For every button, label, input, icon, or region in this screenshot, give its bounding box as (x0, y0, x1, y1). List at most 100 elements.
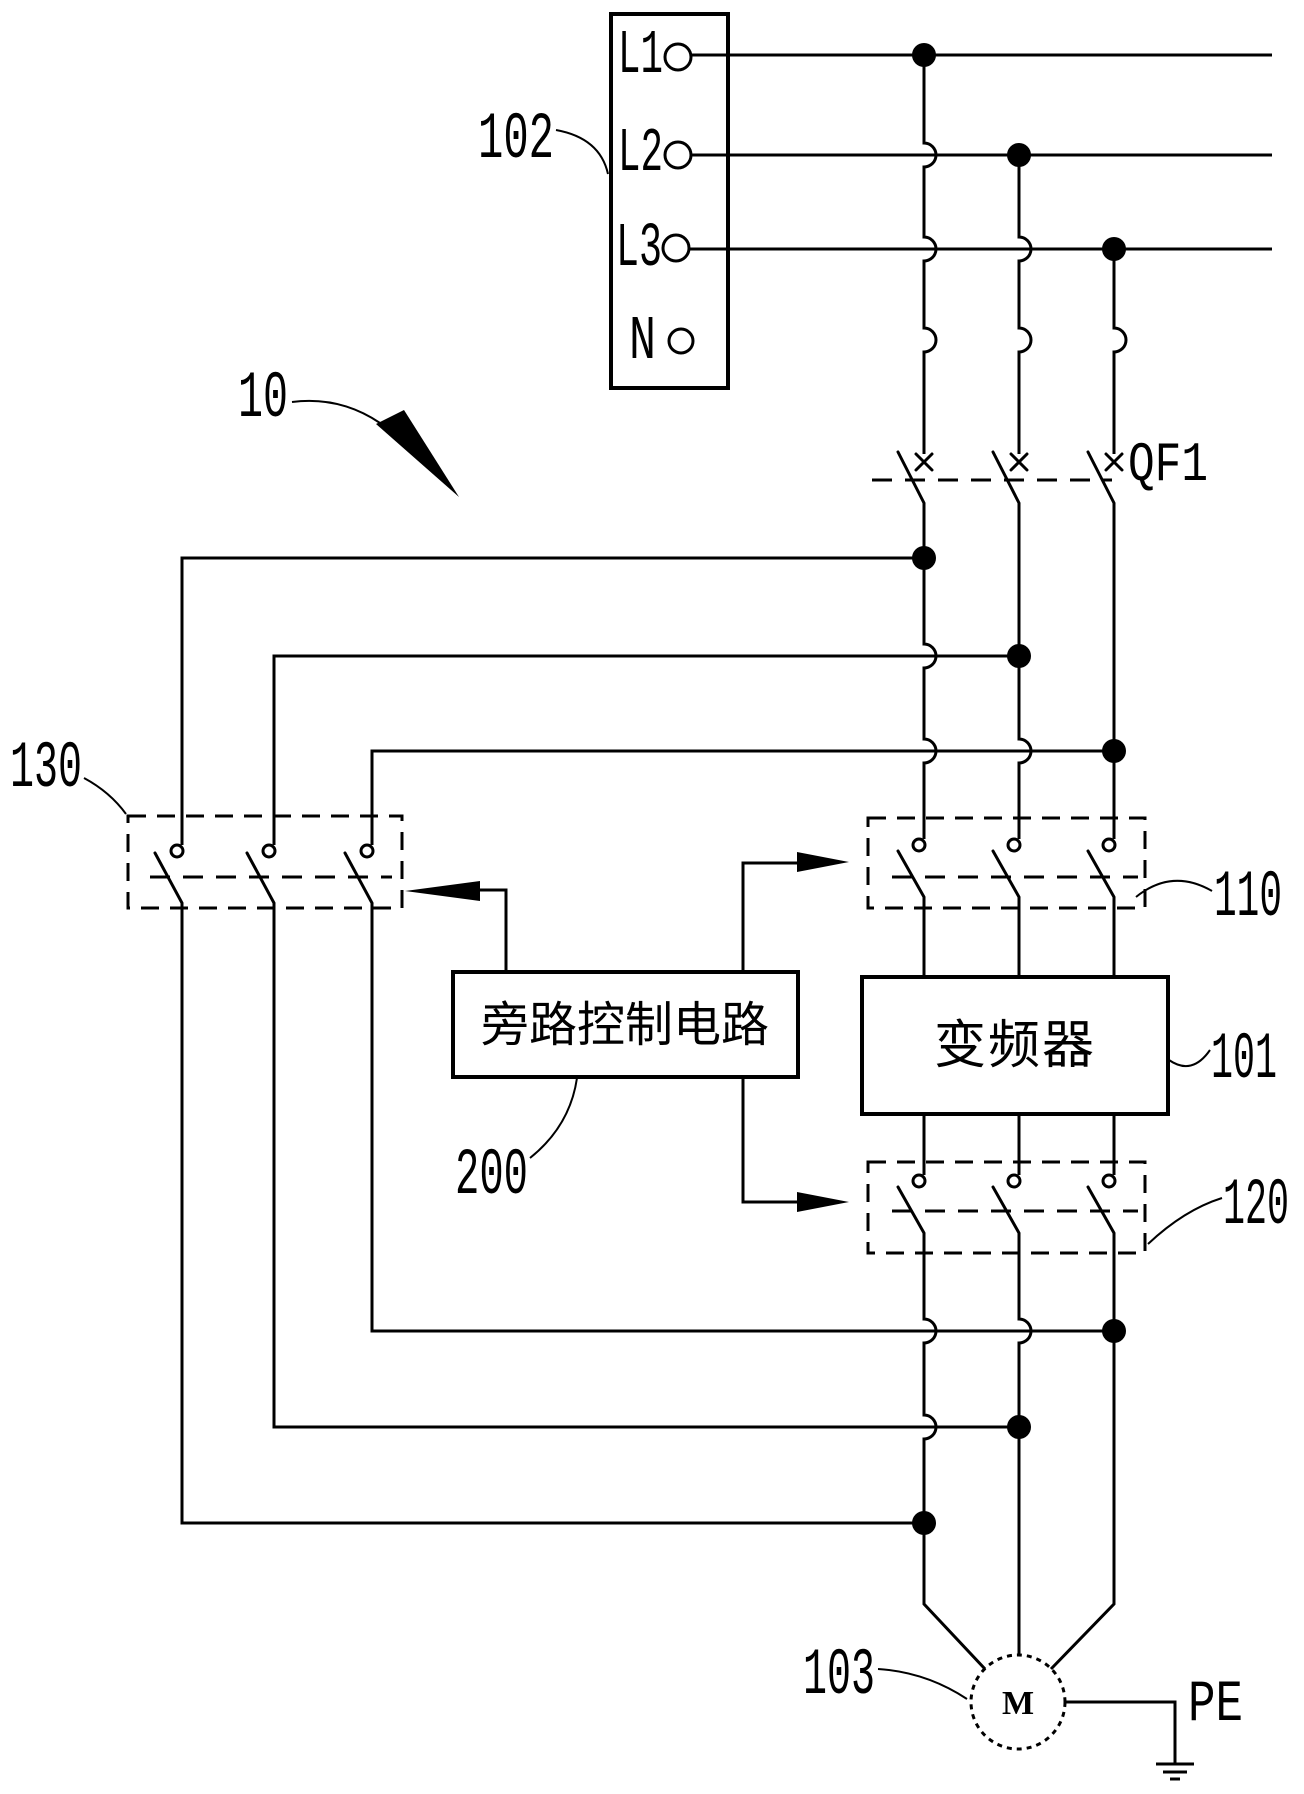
phase-supply-lines (689, 53, 1272, 251)
main-power-wires (922, 55, 1128, 1671)
pe-ground-wire (1065, 1700, 1177, 1764)
ground-icon (1156, 1762, 1194, 1781)
bypass-return-wire-2 (272, 903, 1019, 1429)
bypass-control-box-text: 旁路控制电路 (481, 997, 769, 1053)
bypass-control-box (451, 970, 800, 1079)
ref-label-130: 130 (10, 731, 82, 806)
contactor-blade (991, 849, 1021, 899)
power-supply-terminal-box: L1 L2 L3 N (609, 12, 730, 390)
contact-circle (911, 837, 927, 853)
ref-label-101: 101 (1211, 1022, 1277, 1097)
contactor-blade (896, 849, 926, 899)
junction-dots (912, 43, 1126, 1535)
wire-phase-c-to-motor (1049, 1233, 1116, 1671)
junction-dot (1007, 1415, 1031, 1439)
leader-line-102 (555, 129, 609, 175)
junction-dot (912, 43, 936, 67)
wire-phase-b-to-motor (1017, 1233, 1033, 1656)
motor-letter: M (1002, 1685, 1034, 1722)
bypass-control-block: 旁路控制电路 (451, 970, 800, 1079)
figure-pointer-arrow-icon (376, 410, 459, 497)
contact-circle (359, 843, 375, 859)
inverter-box (860, 975, 1170, 1116)
junction-dot (1102, 739, 1126, 763)
terminal-circle-l1 (663, 42, 693, 72)
wire-phase-a-top (922, 55, 938, 454)
bypass-feed-wire-1 (180, 556, 924, 845)
leader-line-130 (83, 777, 127, 815)
bypass-return-wire-1 (180, 903, 924, 1525)
terminal-label-l3: L3 (616, 213, 662, 284)
arrow-right-icon (797, 852, 849, 872)
bypass-branch-wires (180, 556, 1114, 1525)
pe-label: PE (1188, 1673, 1243, 1738)
contact-circle (169, 843, 185, 859)
leader-line-120 (1147, 1197, 1223, 1245)
ref-label-102: 102 (478, 102, 554, 177)
junction-dot (1102, 1319, 1126, 1343)
contact-circle (911, 1173, 927, 1189)
ref-label-200: 200 (455, 1138, 528, 1213)
circuit-breaker-qf1: QF1 (872, 433, 1208, 505)
ref-label-110: 110 (1214, 860, 1282, 935)
terminal-label-n: N (629, 306, 656, 377)
terminal-circle-l2 (663, 140, 693, 170)
terminal-circle-n (667, 327, 695, 355)
terminal-label-l2: L2 (618, 118, 663, 189)
leader-line-110 (1135, 879, 1213, 898)
junction-dot (912, 1511, 936, 1535)
bypass-feed-wire-3 (370, 749, 1114, 845)
junction-dot (1102, 237, 1126, 261)
arrow-left-icon (405, 881, 480, 901)
terminal-box-outline (609, 12, 730, 390)
motor-and-ground: M PE (969, 1653, 1243, 1781)
wire-phase-b-mid (1017, 503, 1033, 839)
wire-phase-a-to-motor (922, 1233, 987, 1671)
contact-circle (1101, 837, 1117, 853)
leader-line-101 (1168, 1049, 1211, 1068)
control-line-to-110 (741, 861, 799, 972)
breaker-blade (991, 450, 1021, 505)
bypass-return-wire-3 (370, 903, 1114, 1333)
output-contactor-120 (866, 1160, 1147, 1255)
wire-phase-a-mid (922, 503, 938, 839)
breaker-contact-cross-icon (914, 452, 934, 472)
breaker-contact-cross-icon (1009, 452, 1029, 472)
terminal-label-l1: L1 (618, 20, 663, 91)
breaker-blade (1086, 450, 1116, 505)
breaker-contact-cross-icon (1104, 452, 1124, 472)
reference-labels: 10 102 130 200 110 101 120 103 (10, 102, 1289, 1713)
contact-circle (1006, 837, 1022, 853)
control-line-to-130 (478, 888, 508, 972)
control-line-to-120 (741, 1077, 799, 1204)
breaker-blade (896, 450, 926, 505)
ref-label-120: 120 (1223, 1168, 1289, 1243)
contact-circle (261, 843, 277, 859)
bypass-feed-wire-2 (272, 654, 1019, 845)
leader-line-200 (529, 1077, 578, 1159)
ref-label-103: 103 (803, 1638, 875, 1713)
contactor-110-box (866, 816, 1147, 910)
ref-label-10: 10 (238, 361, 288, 436)
inverter-box-text: 变频器 (934, 1016, 1096, 1076)
breaker-label: QF1 (1128, 433, 1208, 497)
inverter-block: 变频器 (860, 975, 1170, 1116)
arrow-right-icon (797, 1192, 849, 1212)
input-contactor-110 (866, 816, 1147, 910)
contact-circle (1101, 1173, 1117, 1189)
terminal-circle-l3 (661, 233, 691, 263)
contact-circle (1006, 1173, 1022, 1189)
contactor-blade (1086, 849, 1116, 899)
junction-dot (1007, 143, 1031, 167)
leader-line-10 (291, 399, 381, 424)
junction-dot (912, 546, 936, 570)
leader-line-103 (877, 1668, 968, 1700)
contactor-130-box (126, 814, 404, 910)
control-signal-lines (405, 852, 849, 1212)
contactor-120-box (866, 1160, 1147, 1255)
bypass-contactor-130 (126, 814, 404, 910)
junction-dot (1007, 644, 1031, 668)
wire-phase-c-top (1112, 249, 1128, 454)
